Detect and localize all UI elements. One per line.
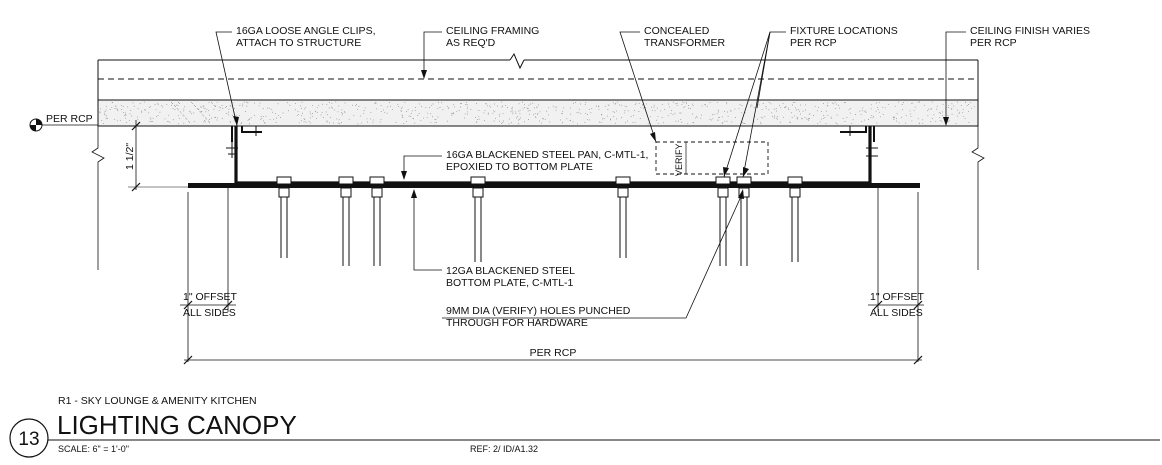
- note-bottom-plate-2: BOTTOM PLATE, C-MTL-1: [446, 277, 574, 289]
- note-fixture-locations-2: PER RCP: [790, 37, 837, 49]
- angle-clip-left: [226, 126, 262, 158]
- fixture-1: [276, 176, 292, 258]
- offset-right-line-2: ALL SIDES: [870, 307, 923, 319]
- offset-left-line-1: 1" OFFSET: [183, 291, 237, 303]
- angle-clip-right: [840, 126, 878, 157]
- note-bottom-plate-1: 12GA BLACKENED STEEL: [446, 265, 575, 277]
- callout-leaders: [215, 31, 966, 319]
- verify-label: VERIFY: [674, 143, 684, 176]
- note-ceiling-framing-1: CEILING FRAMING: [446, 25, 539, 37]
- height-dimension: 1 1/2": [124, 120, 236, 192]
- title-block: 13 R1 - SKY LOUNGE & AMENITY KITCHEN LIG…: [9, 395, 1160, 458]
- fixture-5: [615, 176, 631, 258]
- fixture-7: [736, 176, 752, 266]
- note-holes-2: THROUGH FOR HARDWARE: [446, 317, 588, 329]
- callout-notes: 16GA LOOSE ANGLE CLIPS, ATTACH TO STRUCT…: [236, 25, 1090, 329]
- note-ceiling-framing-2: AS REQ'D: [446, 37, 496, 49]
- fixture-2: [338, 176, 354, 266]
- per-rcp-level-label: PER RCP: [46, 113, 93, 125]
- height-dimension-label: 1 1/2": [124, 143, 136, 170]
- detail-title: LIGHTING CANOPY: [57, 410, 297, 440]
- note-transformer-1: CONCEALED: [644, 25, 710, 37]
- bottom-plate: [188, 183, 920, 188]
- fixture-4: [470, 176, 486, 262]
- note-steel-pan-1: 16GA BLACKENED STEEL PAN, C-MTL-1,: [446, 149, 648, 161]
- note-ceiling-finish-2: PER RCP: [970, 37, 1017, 49]
- detail-number: 13: [18, 429, 39, 450]
- detail-subtitle: R1 - SKY LOUNGE & AMENITY KITCHEN: [58, 395, 257, 407]
- note-ceiling-finish-1: CEILING FINISH VARIES: [970, 25, 1090, 37]
- offset-note-right: 1" OFFSET ALL SIDES: [868, 291, 924, 319]
- light-fixtures: [276, 176, 803, 266]
- offset-extension-lines: [187, 188, 919, 362]
- width-dimension-label: PER RCP: [530, 347, 577, 359]
- callout-arrowheads: [233, 70, 949, 199]
- fixture-3: [369, 176, 385, 266]
- detail-reference: REF: 2/ ID/A1.32: [470, 444, 538, 454]
- detail-scale: SCALE: 6" = 1'-0": [58, 444, 129, 454]
- offset-right-line-1: 1" OFFSET: [870, 291, 924, 303]
- detail-number-bubble: [9, 418, 49, 458]
- note-steel-pan-2: EPOXIED TO BOTTOM PLATE: [446, 161, 593, 173]
- wall-break-lines: [91, 126, 985, 270]
- fixture-8: [787, 176, 803, 262]
- fixture-6: [715, 176, 731, 266]
- ceiling-finish: [97, 99, 979, 127]
- note-angle-clips-1: 16GA LOOSE ANGLE CLIPS,: [236, 25, 375, 37]
- note-fixture-locations-1: FIXTURE LOCATIONS: [790, 25, 898, 37]
- note-angle-clips-2: ATTACH TO STRUCTURE: [236, 37, 361, 49]
- ceiling-level-marker: PER RCP: [29, 113, 98, 132]
- note-transformer-2: TRANSFORMER: [644, 37, 726, 49]
- width-dimension: PER RCP: [183, 347, 923, 365]
- offset-left-line-2: ALL SIDES: [183, 307, 236, 319]
- concealed-transformer: VERIFY: [655, 141, 769, 176]
- note-holes-1: 9MM DIA (VERIFY) HOLES PUNCHED: [446, 305, 631, 317]
- offset-note-left: 1" OFFSET ALL SIDES: [180, 291, 237, 319]
